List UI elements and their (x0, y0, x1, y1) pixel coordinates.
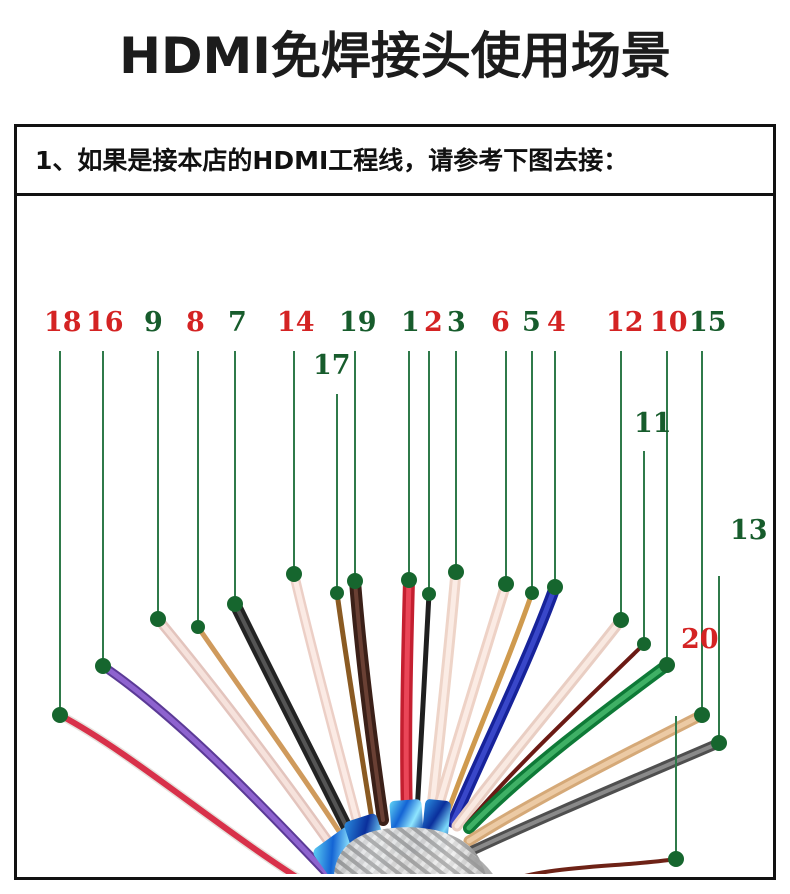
wire-8 (195, 624, 358, 859)
cable-fanout-diagram (55, 566, 724, 874)
pin-label-19: 19 (339, 307, 377, 338)
pin-label-20: 20 (681, 624, 719, 655)
pin-label-18: 18 (44, 307, 82, 338)
pin-label-10: 10 (650, 307, 688, 338)
wire-18-core (57, 712, 298, 874)
wire-7-hl (233, 602, 359, 850)
wire-4-hl (450, 584, 558, 825)
shield-braid (334, 827, 493, 874)
pin-label-9: 9 (144, 307, 163, 338)
wire-16-hl (100, 663, 331, 874)
pin-label-3: 3 (447, 307, 466, 338)
wire-13-hl (463, 741, 721, 856)
instruction-box: 1、如果是接本店的HDMI工程线，请参考下图去接： (14, 124, 776, 196)
page-title-bar: HDMI免焊接头使用场景 (0, 0, 790, 112)
pin-label-15: 15 (689, 307, 727, 338)
pin-label-14: 14 (277, 307, 315, 338)
pin-label-7: 7 (228, 307, 247, 338)
wire-1-hl (403, 577, 412, 821)
wire-20 (524, 857, 678, 874)
pin-label-4: 4 (547, 307, 566, 338)
pin-label-16: 16 (86, 307, 124, 338)
pin-label-2: 2 (424, 307, 443, 338)
instruction-text: 1、如果是接本店的HDMI工程线，请参考下图去接： (35, 145, 629, 175)
pin-label-12: 12 (606, 307, 644, 338)
pin-label-6: 6 (491, 307, 510, 338)
wire-14-hl (291, 571, 364, 839)
pin-label-5: 5 (522, 307, 541, 338)
pin-label-1: 1 (401, 307, 420, 338)
pin-label-11: 11 (634, 408, 672, 439)
wire-10-hl (466, 662, 670, 831)
wire-17 (334, 590, 376, 829)
wire-9-hl (155, 616, 350, 871)
wire-2 (414, 591, 432, 817)
wire-19-hl (353, 579, 385, 822)
page-title: HDMI免焊接头使用场景 (119, 27, 671, 85)
wire-3-hl (428, 569, 459, 819)
pin-label-8: 8 (186, 307, 205, 338)
wire-bundle (55, 566, 724, 874)
pin-label-13: 13 (730, 515, 768, 546)
pin-label-17: 17 (313, 350, 351, 381)
wire-12-hl (454, 617, 624, 829)
wire-5 (442, 590, 535, 823)
wire-6-hl (432, 581, 509, 821)
wire-11 (465, 642, 646, 826)
